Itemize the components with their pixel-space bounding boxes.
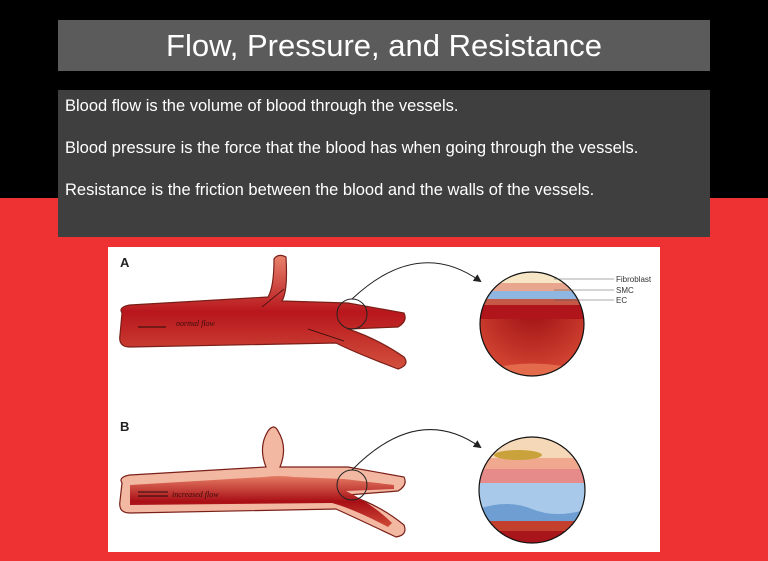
zoom-arrow-b xyxy=(351,429,482,471)
definitions-box: Blood flow is the volume of blood throug… xyxy=(58,90,710,237)
fibroblast-label: Fibroblast xyxy=(616,275,652,284)
increased-flow-vessel: increased flow xyxy=(119,426,406,538)
ec-label: EC xyxy=(616,296,627,305)
definition-resistance: Resistance is the friction between the b… xyxy=(65,181,595,199)
smc-label: SMC xyxy=(616,286,634,295)
normal-flow-label: normal flow xyxy=(176,319,216,328)
definition-blood-pressure: Blood pressure is the force that the blo… xyxy=(65,139,639,157)
normal-vessel: normal flow xyxy=(119,254,407,370)
panel-b-label: B xyxy=(120,419,129,434)
increased-flow-label: increased flow xyxy=(172,490,219,499)
slide-title: Flow, Pressure, and Resistance xyxy=(58,20,710,71)
definition-blood-flow: Blood flow is the volume of blood throug… xyxy=(65,97,459,115)
panel-a-label: A xyxy=(120,255,130,270)
vessel-illustration-svg: A normal flow Fibroblast SMC EC xyxy=(119,254,652,544)
vessel-illustration: A normal flow Fibroblast SMC EC xyxy=(108,247,660,552)
layer-labels: Fibroblast SMC EC xyxy=(554,275,652,305)
zoom-arrow-a xyxy=(351,262,482,300)
inflamed-wall-detail xyxy=(479,437,585,543)
